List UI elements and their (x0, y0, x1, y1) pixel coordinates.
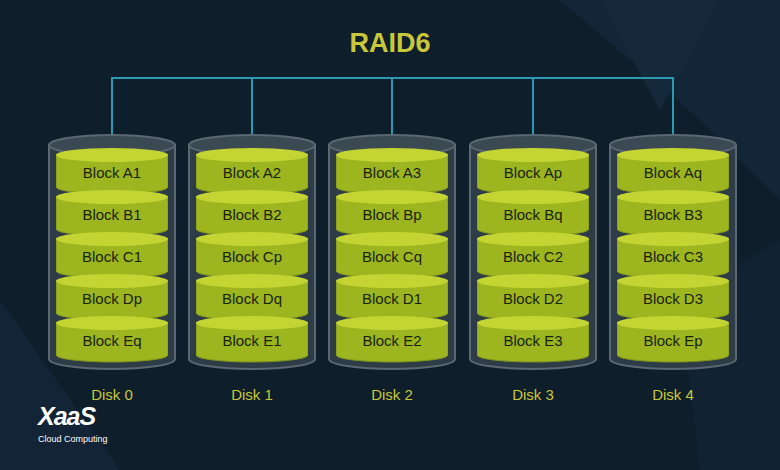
bus-lines (112, 77, 673, 142)
block-label: Block E3 (477, 331, 589, 351)
data-block: Block A3 (336, 147, 448, 197)
logo-text: XaaS (38, 402, 95, 431)
block-label: Block E1 (196, 331, 308, 351)
block-label: Block Aq (617, 163, 729, 183)
data-block: Block Ep (617, 315, 729, 365)
block-label: Block Dq (196, 289, 308, 309)
data-block: Block C2 (477, 231, 589, 281)
block-label: Block C2 (477, 247, 589, 267)
block-label: Block A2 (196, 163, 308, 183)
block-label: Block C1 (56, 247, 168, 267)
disk-label: Disk 4 (608, 385, 738, 405)
block-label: Block B1 (56, 205, 168, 225)
logo-tagline: Cloud Computing (38, 434, 108, 444)
disk-cylinder: Disk 2 Block A3 Block Bp Block Cq Block D1 Bl… (327, 133, 457, 408)
data-block: Block D2 (477, 273, 589, 323)
block-label: Block C3 (617, 247, 729, 267)
disk-label: Disk 3 (468, 385, 598, 405)
data-block: Block E2 (336, 315, 448, 365)
disk-cylinder: Disk 1 Block A2 Block B2 Block Cp Block Dq Bl… (187, 133, 317, 408)
data-block: Block Eq (56, 315, 168, 365)
data-block: Block C3 (617, 231, 729, 281)
block-label: Block D1 (336, 289, 448, 309)
data-block: Block Bq (477, 189, 589, 239)
block-label: Block D3 (617, 289, 729, 309)
block-label: Block B2 (196, 205, 308, 225)
data-block: Block Dq (196, 273, 308, 323)
disk-label: Disk 2 (327, 385, 457, 405)
data-block: Block C1 (56, 231, 168, 281)
data-block: Block Ap (477, 147, 589, 197)
disk-cylinder: Disk 0Block A1Block B1Block C1Block DpBl… (47, 133, 177, 408)
block-label: Block Eq (56, 331, 168, 351)
diagram-title: RAID6 (0, 28, 780, 59)
data-block: Block Cq (336, 231, 448, 281)
disk-cylinder: Disk 4 Block Aq Block B3 Block C3 Block D3 Bl… (608, 133, 738, 408)
block-label: Block E2 (336, 331, 448, 351)
data-block: Block Dp (56, 273, 168, 323)
data-block: Block Cp (196, 231, 308, 281)
data-block: Block A1 (56, 147, 168, 197)
block-label: Block Cq (336, 247, 448, 267)
block-label: Block Ep (617, 331, 729, 351)
data-block: Block D3 (617, 273, 729, 323)
block-label: Block Bq (477, 205, 589, 225)
data-block: Block E3 (477, 315, 589, 365)
disk-label: Disk 1 (187, 385, 317, 405)
block-label: Block D2 (477, 289, 589, 309)
data-block: Block B3 (617, 189, 729, 239)
block-label: Block A3 (336, 163, 448, 183)
background-shape (600, 0, 720, 110)
block-label: Block Ap (477, 163, 589, 183)
block-label: Block Cp (196, 247, 308, 267)
data-block: Block D1 (336, 273, 448, 323)
data-block: Block B1 (56, 189, 168, 239)
block-label: Block Bp (336, 205, 448, 225)
data-block: Block A2 (196, 147, 308, 197)
block-label: Block A1 (56, 163, 168, 183)
data-block: Block E1 (196, 315, 308, 365)
data-block: Block Aq (617, 147, 729, 197)
block-label: Block Dp (56, 289, 168, 309)
data-block: Block B2 (196, 189, 308, 239)
block-label: Block B3 (617, 205, 729, 225)
disk-cylinder: Disk 3 Block Ap Block Bq Block C2 Block D2 Bl… (468, 133, 598, 408)
data-block: Block Bp (336, 189, 448, 239)
